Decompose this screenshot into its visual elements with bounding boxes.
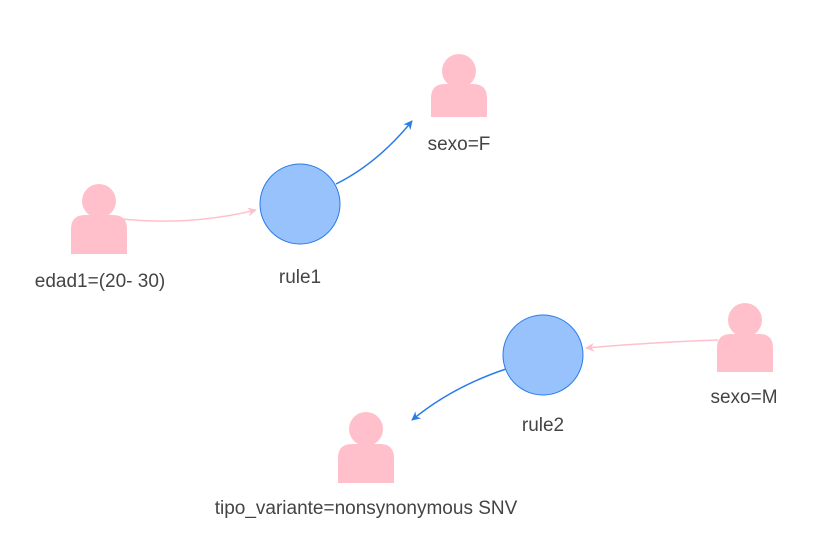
person-icon — [338, 412, 394, 483]
node-label: sexo=M — [710, 387, 777, 408]
item-node-sexo-m[interactable]: sexo=M — [710, 303, 778, 408]
node-label: tipo_variante=nonsynonymous SNV — [215, 498, 518, 519]
person-icon — [431, 54, 487, 117]
edges-layer — [121, 120, 719, 421]
node-label: rule1 — [279, 267, 321, 288]
person-icon — [71, 184, 127, 254]
node-label: edad1=(20- 30) — [35, 271, 165, 292]
person-icon — [717, 303, 773, 372]
edge-edad1-to-rule1[interactable] — [121, 207, 257, 222]
node-label: rule2 — [522, 415, 564, 436]
item-node-sexo-f[interactable]: sexo=F — [428, 54, 491, 155]
node-label: sexo=F — [428, 134, 491, 155]
edge-rule2-to-tipo-variante[interactable] — [411, 368, 507, 421]
rule-circle — [502, 314, 584, 396]
item-node-edad1[interactable]: edad1=(20- 30) — [35, 184, 165, 292]
edge-sexo-m-to-rule2[interactable] — [585, 339, 719, 352]
rule-node-rule1[interactable]: rule1 — [259, 163, 341, 288]
rule-circle — [259, 163, 341, 245]
item-node-tipo-variante[interactable]: tipo_variante=nonsynonymous SNV — [215, 412, 518, 519]
edge-rule1-to-sexo-f[interactable] — [335, 120, 413, 185]
rule-node-rule2[interactable]: rule2 — [502, 314, 584, 436]
